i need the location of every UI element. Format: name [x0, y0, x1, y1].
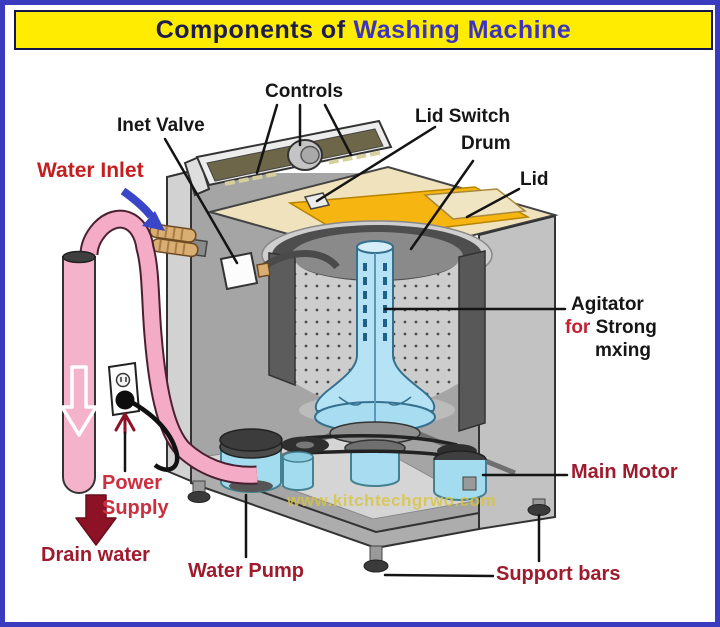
label-drain-water: Drain water — [41, 544, 150, 566]
standpipe — [60, 250, 98, 494]
main-motor — [433, 444, 487, 501]
power-line1: Power — [102, 472, 163, 494]
label-lid-switch: Lid Switch — [415, 106, 510, 127]
label-water-inlet: Water Inlet — [37, 159, 144, 182]
label-main-motor: Main Motor — [571, 461, 678, 483]
watermark: www.kitchtechgrwo.com — [287, 491, 497, 510]
inlet-hoses — [149, 223, 208, 258]
water-inlet-arrow — [120, 187, 165, 231]
drain-direction-arrow — [75, 494, 117, 546]
label-support-bars: Support bars — [496, 563, 621, 585]
agitator-for: for — [565, 317, 591, 338]
agitator-line2: for Strong — [565, 316, 657, 339]
feet — [187, 480, 551, 573]
base-band — [190, 465, 480, 550]
power-outlet — [107, 361, 180, 472]
lid-panel — [423, 188, 527, 220]
title-banner: Components of Washing Machine — [14, 10, 713, 50]
power-line2: Supply — [102, 497, 169, 519]
title-part1: Components of — [155, 15, 346, 44]
agitator-strong: Strong — [595, 317, 657, 338]
label-lid: Lid — [520, 169, 549, 190]
title-part2: Washing Machine — [353, 15, 572, 44]
power-cord — [131, 401, 180, 472]
agitator-line3: mxing — [595, 340, 651, 361]
label-controls: Controls — [265, 81, 344, 102]
label-power-supply: Power Supply — [102, 471, 169, 521]
leader-lines — [123, 103, 569, 578]
cabinet-right-wall — [478, 214, 556, 531]
label-water-pump: Water Pump — [188, 560, 304, 582]
water-flow-arrow — [60, 365, 98, 437]
power-arrow — [114, 412, 136, 435]
power-plug — [115, 390, 135, 410]
washing-machine-diagram — [60, 103, 569, 578]
drain-hose — [79, 209, 258, 485]
label-agitator: Agitator for Strong mxing — [565, 293, 657, 362]
inlet-valve — [219, 250, 340, 291]
label-drum: Drum — [461, 133, 511, 154]
label-inlet-valve: Inet Valve — [117, 115, 205, 136]
agitator-line1: Agitator — [571, 294, 644, 315]
